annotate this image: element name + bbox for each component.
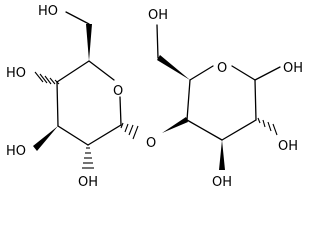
label-right-c6-hydroxyl: OH (148, 8, 168, 23)
label-right-c2-hydroxyl: OH (278, 139, 298, 154)
label-right-anomeric-hydroxyl: OH (283, 61, 303, 76)
label-left-c3-hydroxyl: HO (6, 144, 26, 159)
bond-right-c5-c4 (186, 79, 191, 121)
wedge-left-c3-oh (33, 126, 58, 151)
label-left-ring-oxygen: O (113, 84, 123, 99)
bond-right-c3-c2 (221, 119, 257, 141)
bond-left-c4-c5 (56, 60, 90, 83)
label-left-c6-hydroxyl: HO (38, 4, 58, 19)
label-left-c4-hydroxyl: HO (6, 66, 26, 81)
wedge-glycosidic-c4 (162, 117, 188, 133)
bond-right-c2-c1 (254, 79, 257, 121)
wedge-right-c3-oh (219, 140, 225, 170)
bond-right-c1-oh (254, 66, 281, 81)
label-right-c3-hydroxyl: OH (212, 175, 232, 190)
right-ring-bonds (156, 24, 281, 170)
bond-left-c2-c3 (57, 125, 89, 146)
wedge-left-c5-c6 (86, 24, 92, 61)
disaccharide-structure-diagram: HO HO HO OH O O OH O OH OH OH (6, 4, 303, 190)
hash-left-c2-oh (82, 147, 94, 169)
bond-left-c1-c2 (87, 124, 122, 146)
wedge-right-c5-c6 (157, 55, 190, 80)
bond-right-c1-o (231, 65, 256, 81)
bond-right-o-c5 (189, 65, 214, 81)
atom-labels: HO HO HO OH O O OH O OH OH OH (6, 4, 303, 190)
bond-right-c6-oh (156, 24, 159, 59)
label-left-c2-hydroxyl: OH (78, 175, 98, 190)
bond-right-c4-c3 (186, 119, 223, 141)
hash-left-c1-glycosidic (120, 122, 139, 140)
bond-left-c5-o (88, 60, 115, 81)
label-glycosidic-oxygen: O (146, 136, 156, 151)
label-right-ring-oxygen: O (217, 61, 227, 76)
bond-left-c6-oh (65, 11, 90, 25)
hash-left-c4-oh (34, 71, 60, 85)
bond-left-o-c1 (119, 96, 122, 126)
left-ring-bonds (33, 11, 139, 169)
hash-right-c2-oh (257, 117, 278, 136)
bond-left-c3-c4 (56, 81, 59, 127)
